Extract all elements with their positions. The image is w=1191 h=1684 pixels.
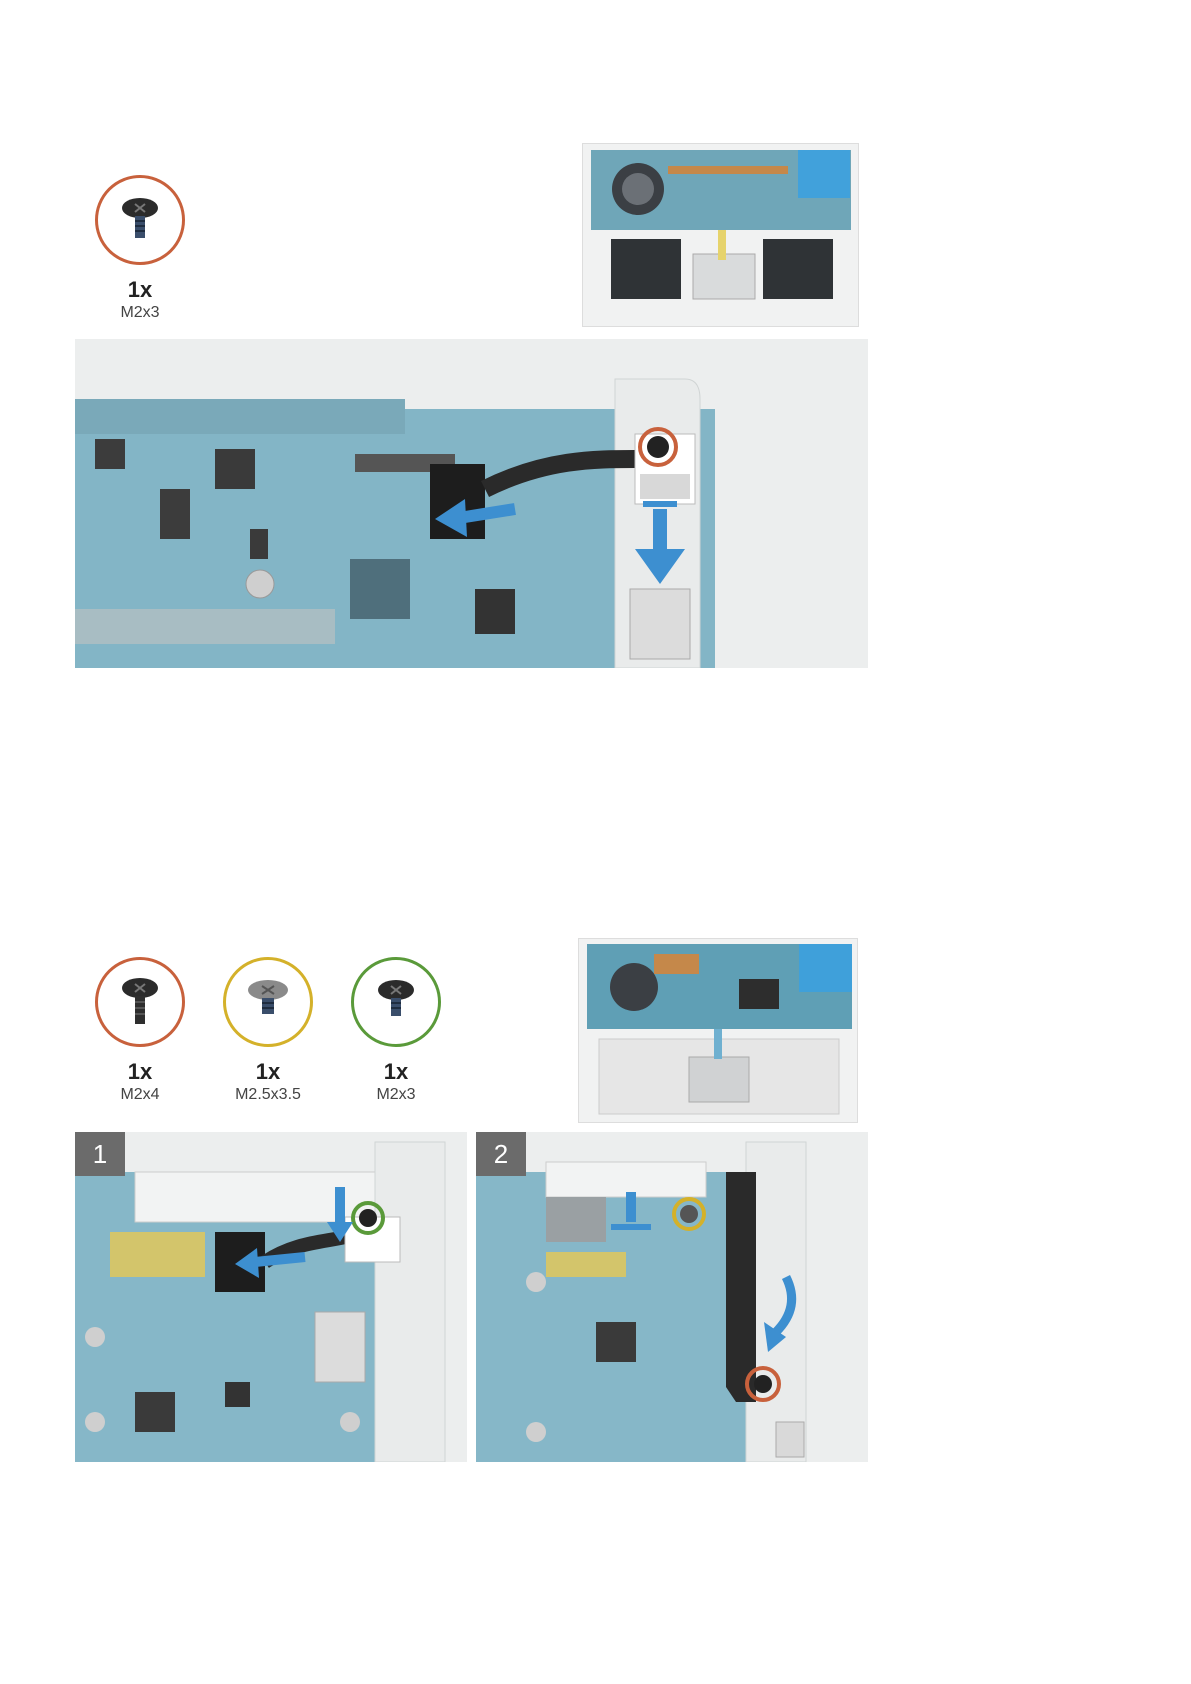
screw-size: M2.5x3.5 — [208, 1086, 328, 1104]
screw-count: 1x — [80, 279, 200, 301]
screw-icon — [115, 974, 165, 1030]
step-number-badge: 2 — [476, 1132, 526, 1176]
screw-badge-m2x3: 1x M2x3 — [336, 957, 456, 1104]
screw-icon — [243, 974, 293, 1030]
laptop-overview-thumbnail — [582, 143, 859, 327]
screw-ring — [223, 957, 313, 1047]
screw-badge-m2-5x3-5: 1x M2.5x3.5 — [208, 957, 328, 1104]
screw-size: M2x4 — [80, 1086, 200, 1104]
screw-size: M2x3 — [80, 304, 200, 322]
screw-size: M2x3 — [336, 1086, 456, 1104]
dc-in-port-closeup — [75, 339, 868, 668]
screw-badge-m2x4: 1x M2x4 — [80, 957, 200, 1104]
screw-ring — [95, 957, 185, 1047]
screw-badge-1: 1x M2x3 — [80, 175, 200, 322]
screw-ring — [351, 957, 441, 1047]
screw-count: 1x — [80, 1061, 200, 1083]
screw-count: 1x — [208, 1061, 328, 1083]
screw-icon — [371, 974, 421, 1030]
laptop-overview-thumbnail — [578, 938, 858, 1123]
screw-icon — [115, 192, 165, 248]
step-2-panel: 2 — [476, 1132, 868, 1462]
screw-ring — [95, 175, 185, 265]
step-1-panel: 1 — [75, 1132, 467, 1462]
screw-count: 1x — [336, 1061, 456, 1083]
step-number-badge: 1 — [75, 1132, 125, 1176]
